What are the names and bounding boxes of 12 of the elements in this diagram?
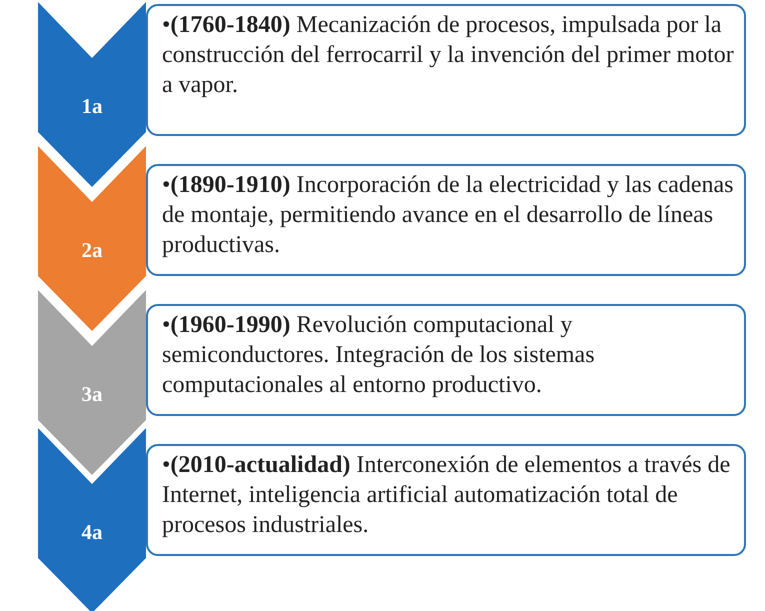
text-box (146, 164, 746, 276)
text-box (146, 4, 746, 136)
text-box (146, 304, 746, 416)
step-number: 4a (80, 520, 104, 545)
description-text: •(2010-actualidad) Interconexión de elementos a través de Internet, inteligencia artificial automatización total de procesos industriales. (161, 451, 732, 540)
description-text: •(1890-1910) Incorporación de la electricidad y las cadenas de montaje, permitiendo avance en el desarrollo de líneas productivas. (161, 171, 734, 260)
description-text: •(1960-1990) Revolución computacional y semiconductores. Integración de los sistemas computacionales al entorno productivo. (161, 311, 596, 400)
step-number: 1a (80, 94, 104, 119)
text-box (146, 444, 746, 556)
step-number: 3a (80, 382, 104, 407)
description-text: •(1760-1840) Mecanización de procesos, impulsada por la construcción del ferrocarril y la invención del primer motor a vapor. (161, 11, 735, 100)
step-number: 2a (80, 238, 104, 263)
